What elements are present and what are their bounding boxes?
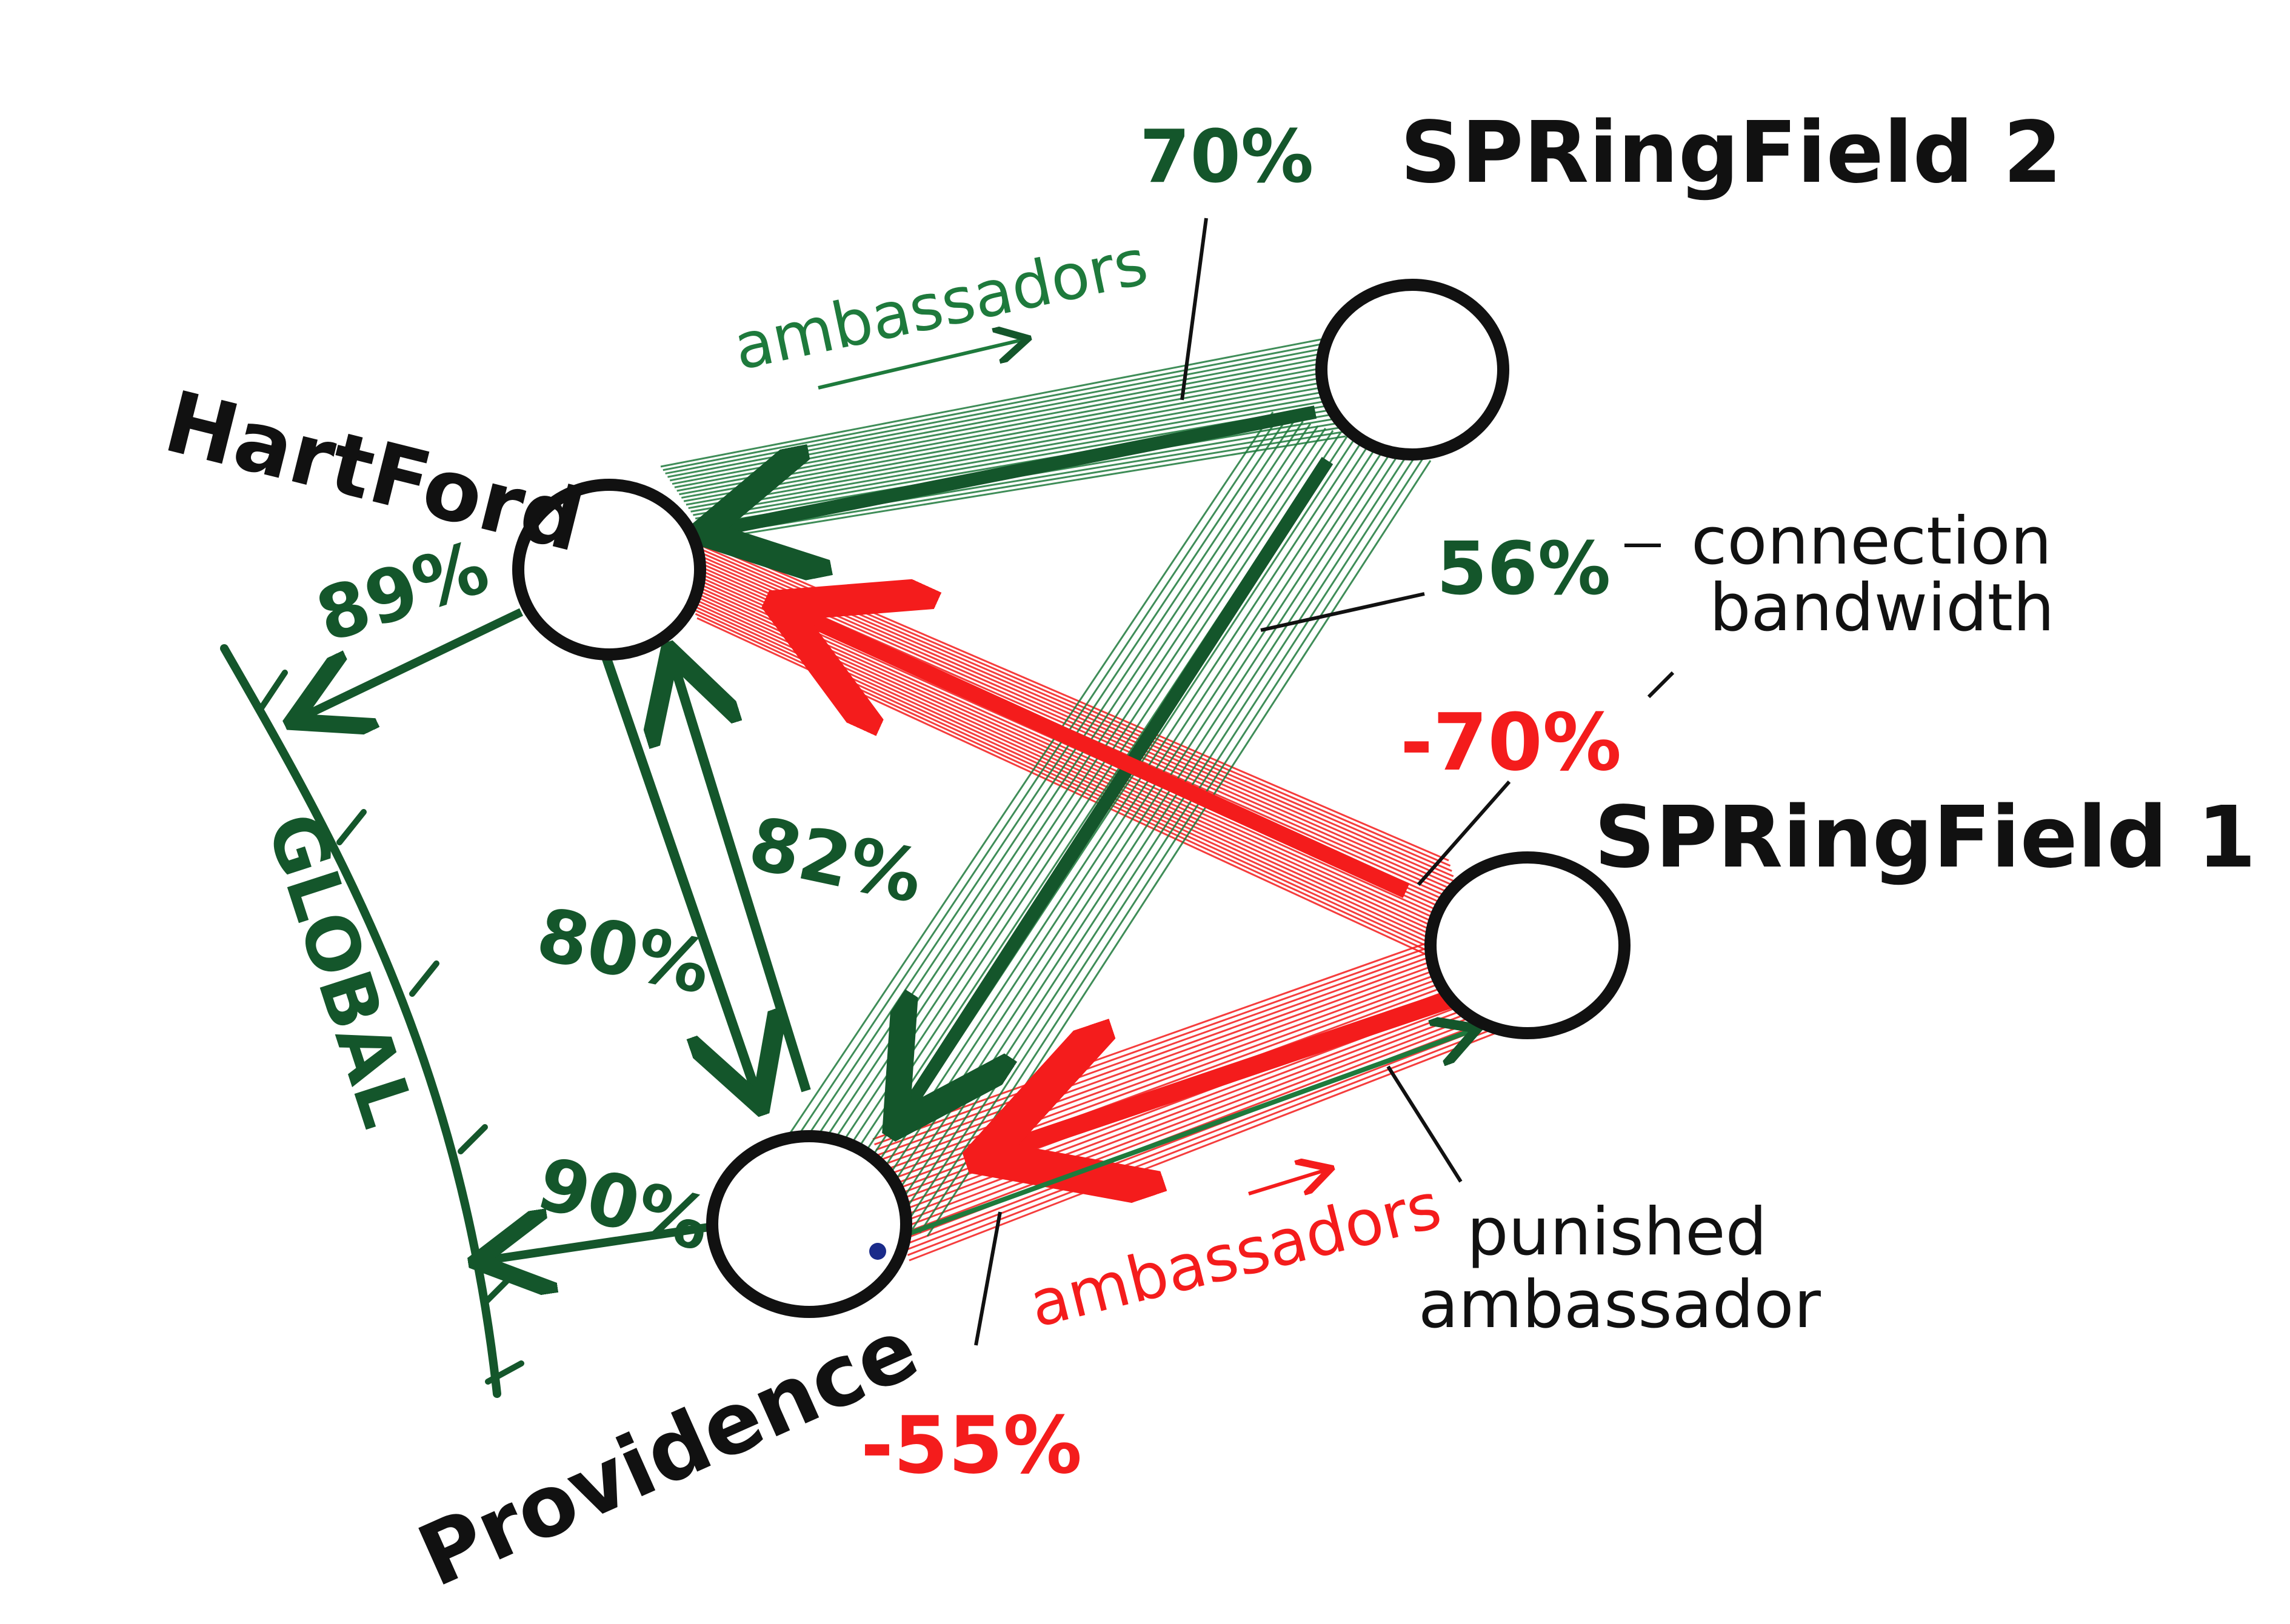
- green-bundle-strand-2: [784, 416, 1289, 1171]
- pointer-punished: [1386, 1065, 1463, 1183]
- red-bundle-strand-21: [906, 1020, 1500, 1251]
- label-springfield1: SPRingField 1: [1594, 788, 2256, 887]
- red-bundle-strand-18: [689, 596, 1478, 956]
- red-bundle-strand-22: [695, 613, 1484, 977]
- green-bundle-strand-21: [926, 460, 1432, 1237]
- edge-springfield1-providence: [1000, 991, 1452, 1151]
- node-springfield1[interactable]: [1424, 851, 1631, 1039]
- red-bundle-strand-4: [878, 949, 1464, 1162]
- pointer-70: [1180, 218, 1208, 401]
- node-hartford[interactable]: [512, 479, 706, 661]
- green-bundle-strand-0: [769, 411, 1274, 1164]
- green-bundle-strand-1: [776, 413, 1281, 1168]
- edge-hartford-global: [300, 608, 524, 718]
- edge-springfield2-providence: [903, 457, 1334, 1115]
- edge-providence-hartford: [673, 661, 811, 1093]
- blue-dot: [869, 1243, 886, 1260]
- note-bandwidth: bandwidth: [1709, 570, 2054, 646]
- edge-providence-global: [485, 1227, 710, 1260]
- ambassadors-green-annotation: ambassadors: [727, 225, 1154, 390]
- green-bundle-strand-20: [919, 458, 1424, 1234]
- ambassadors-red-annotation: ambassadors: [1023, 1168, 1448, 1342]
- red-bundle-strand-22: [907, 1025, 1502, 1256]
- label-providence: Providence: [405, 1299, 932, 1606]
- green-bundle-strand-3: [791, 418, 1297, 1174]
- pct-springfield1-hartford: -70%: [1400, 696, 1621, 788]
- pointer-56: [1260, 592, 1425, 632]
- red-bundle-strand-23: [909, 1029, 1504, 1262]
- edge-springfield1-hartford: [794, 612, 1410, 898]
- pct-springfield2-hartford: 70%: [1140, 115, 1314, 199]
- green-bundle-strand-9: [681, 380, 1332, 499]
- red-bundle-strand-7: [883, 962, 1470, 1177]
- pointer-neg70: [1417, 780, 1511, 886]
- pointer-neg55: [974, 1211, 1002, 1346]
- node-springfield2[interactable]: [1315, 279, 1509, 461]
- pct-springfield1-providence: -55%: [861, 1399, 1082, 1491]
- label-global: GLOBAL: [250, 804, 430, 1137]
- node-providence[interactable]: [706, 1130, 912, 1318]
- label-springfield2: SPRingField 2: [1400, 104, 2062, 202]
- pointer-bandwidth: [1624, 544, 1675, 699]
- punished-ambassador-line: [884, 1030, 1473, 1245]
- edge-hartford-providence: [598, 647, 758, 1097]
- red-bundle-strand-20: [692, 604, 1481, 967]
- pct-springfield2-providence: 56%: [1437, 527, 1611, 611]
- note-punished: punished: [1467, 1194, 1767, 1270]
- ambassadors-red-text: ambassadors: [1023, 1168, 1448, 1342]
- green-bundle-strand-19: [911, 455, 1417, 1230]
- note-connection: connection: [1691, 504, 2052, 579]
- note-ambassador: ambassador: [1418, 1267, 1821, 1343]
- label-hartford: HartFord: [156, 373, 593, 571]
- pct-providence-hartford: 82%: [742, 801, 930, 920]
- red-bundle-strand-5: [880, 953, 1466, 1166]
- edge-springfield2-hartford: [715, 405, 1317, 530]
- red-bundle-strand-3: [877, 945, 1461, 1156]
